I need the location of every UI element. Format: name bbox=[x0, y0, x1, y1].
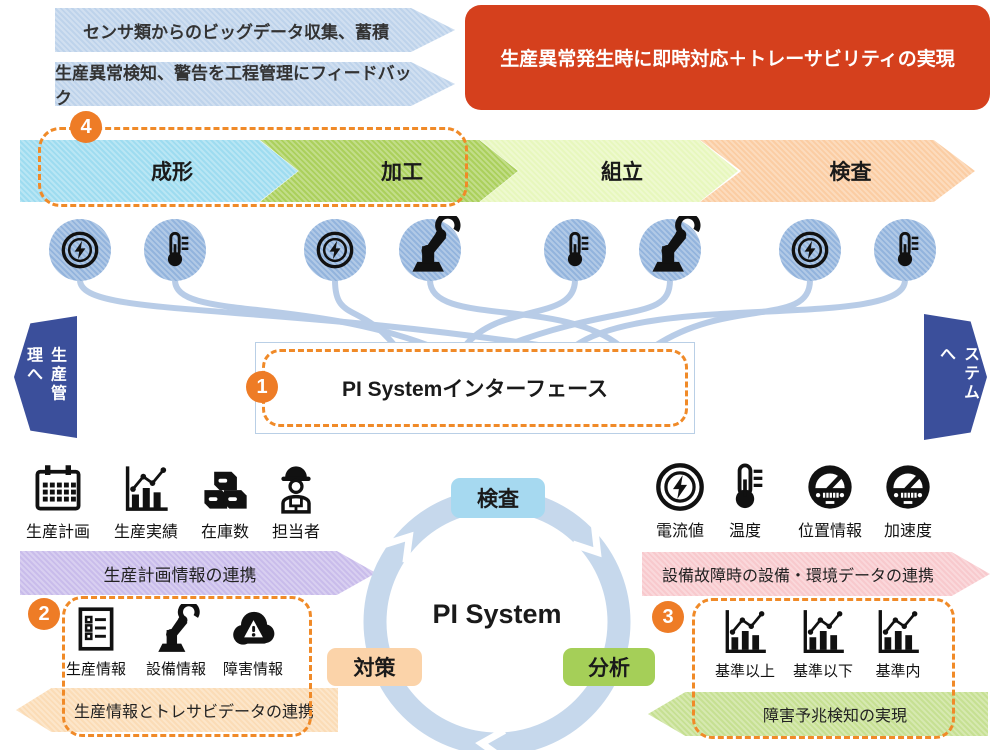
equip-link-label: 設備故障時の設備・環境データの連携 bbox=[661, 568, 934, 585]
detect-item: 基準以上 bbox=[705, 606, 785, 681]
banner-bigdata-label: センサ類からのビッグデータ収集、蓄積 bbox=[83, 22, 389, 42]
process-step-inspection: 検査 bbox=[700, 140, 975, 202]
highlight-frame-4 bbox=[38, 127, 468, 207]
plan-link-arrow: 生産計画情報の連携 bbox=[20, 551, 376, 595]
detect-item: 基準以下 bbox=[783, 606, 863, 681]
plan-source-item: 生産計画 bbox=[16, 462, 100, 542]
badge-1: 1 bbox=[246, 371, 278, 403]
banner-feedback-label: 生産異常検知、警告を工程管理にフィードバック bbox=[55, 64, 412, 108]
equip-link-arrow: 設備故障時の設備・環境データの連携 bbox=[642, 552, 990, 596]
plan-source-label: 生産計画 bbox=[25, 524, 90, 541]
trace-item: 障害情報 bbox=[213, 604, 293, 679]
trace-item-label: 障害情報 bbox=[222, 661, 283, 678]
calendar-icon bbox=[32, 462, 84, 514]
gauge-icon bbox=[882, 461, 934, 513]
equip-source-item: 電流値 bbox=[642, 461, 718, 541]
current-sensor-icon bbox=[49, 219, 111, 281]
cycle-tag-inspection: 検査 bbox=[451, 478, 545, 518]
result-label: 生産異常発生時に即時対応＋トレーサビリティの実現 bbox=[500, 49, 955, 70]
current-sensor-icon bbox=[654, 461, 706, 513]
equip-source-label: 電流値 bbox=[655, 523, 704, 540]
plan-link-label: 生産計画情報の連携 bbox=[103, 565, 257, 585]
plan-source-item: 生産実績 bbox=[104, 462, 188, 542]
cycle-tag-analysis: 分析 bbox=[563, 648, 655, 686]
robot-arm-icon bbox=[151, 604, 201, 654]
process-step-molding: 成形 bbox=[20, 140, 298, 202]
document-list-icon bbox=[71, 604, 121, 654]
cycle-tag-countermeasure: 対策 bbox=[327, 648, 422, 686]
badge-4-number: 4 bbox=[80, 115, 92, 138]
highlight-frame-2 bbox=[62, 596, 312, 737]
pi-system-interface-box: PI Systemインターフェース bbox=[255, 342, 695, 434]
highlight-frame-3 bbox=[692, 598, 955, 739]
trace-item: 設備情報 bbox=[138, 604, 214, 679]
banner-bigdata-arrow: センサ類からのビッグデータ収集、蓄積 bbox=[55, 8, 455, 52]
bar-line-chart-icon bbox=[798, 606, 848, 656]
badge-2-number: 2 bbox=[38, 602, 50, 625]
plan-source-label: 生産実績 bbox=[113, 524, 178, 541]
to-production-management-label: 生産管理へ bbox=[24, 346, 65, 404]
worker-icon bbox=[270, 462, 322, 514]
equip-source-item: 温度 bbox=[707, 461, 783, 541]
trace-item: 生産情報 bbox=[58, 604, 134, 679]
cycle-tag-label: 対策 bbox=[353, 657, 396, 680]
pi-system-title: PI System bbox=[432, 598, 562, 629]
equip-source-label: 加速度 bbox=[883, 523, 932, 540]
badge-3-number: 3 bbox=[662, 605, 674, 628]
badge-2: 2 bbox=[28, 598, 60, 630]
trace-item-label: 設備情報 bbox=[145, 661, 206, 678]
process-step-label: 成形 bbox=[151, 161, 193, 184]
equip-source-item: 加速度 bbox=[870, 461, 946, 541]
current-sensor-icon bbox=[779, 219, 841, 281]
banner-feedback-arrow: 生産異常検知、警告を工程管理にフィードバック bbox=[55, 62, 455, 106]
temperature-sensor-icon bbox=[144, 219, 206, 281]
cycle-tag-label: 検査 bbox=[477, 488, 519, 511]
robot-arm-icon bbox=[399, 219, 461, 281]
equip-source-label: 温度 bbox=[728, 523, 761, 540]
process-step-assembly: 組立 bbox=[480, 140, 738, 202]
stacked-boxes-icon bbox=[199, 462, 251, 514]
sensor-connector-lines bbox=[77, 277, 908, 349]
trace-link-label: 生産情報とトレサビデータの連携 bbox=[73, 704, 314, 721]
detect-item-label: 基準内 bbox=[875, 663, 921, 680]
badge-3: 3 bbox=[652, 601, 684, 633]
plan-source-label: 在庫数 bbox=[200, 524, 249, 541]
result-box: 生産異常発生時に即時対応＋トレーサビリティの実現 bbox=[465, 5, 990, 110]
bar-line-chart-icon bbox=[120, 462, 172, 514]
process-step-label: 組立 bbox=[601, 161, 643, 184]
gauge-icon bbox=[804, 461, 856, 513]
process-step-label: 検査 bbox=[829, 161, 872, 184]
plan-source-item: 在庫数 bbox=[186, 462, 264, 542]
trace-item-label: 生産情報 bbox=[65, 661, 126, 678]
badge-1-number: 1 bbox=[256, 375, 268, 398]
robot-arm-icon bbox=[639, 219, 701, 281]
process-step-label: 加工 bbox=[381, 161, 423, 184]
detect-item-label: 基準以上 bbox=[714, 663, 775, 680]
temperature-sensor-icon bbox=[874, 219, 936, 281]
equip-source-label: 位置情報 bbox=[797, 523, 862, 540]
detect-item: 基準内 bbox=[861, 606, 935, 681]
equip-source-item: 位置情報 bbox=[792, 461, 868, 541]
current-sensor-icon bbox=[304, 219, 366, 281]
interface-label: PI Systemインターフェース bbox=[341, 378, 609, 401]
plan-source-item: 担当者 bbox=[262, 462, 330, 542]
temperature-sensor-icon bbox=[544, 219, 606, 281]
badge-4: 4 bbox=[70, 111, 102, 143]
temperature-sensor-icon bbox=[719, 461, 771, 513]
cycle-tag-label: 分析 bbox=[588, 657, 630, 680]
to-maintenance-system-label: 保全システムへ bbox=[937, 345, 1000, 403]
bar-line-chart-icon bbox=[720, 606, 770, 656]
detect-link-label: 障害予兆検知の実現 bbox=[762, 708, 907, 725]
cloud-alert-icon bbox=[228, 604, 278, 654]
detect-item-label: 基準以下 bbox=[792, 663, 853, 680]
bar-line-chart-icon bbox=[873, 606, 923, 656]
plan-source-label: 担当者 bbox=[271, 524, 320, 541]
process-step-machining: 加工 bbox=[260, 140, 518, 202]
